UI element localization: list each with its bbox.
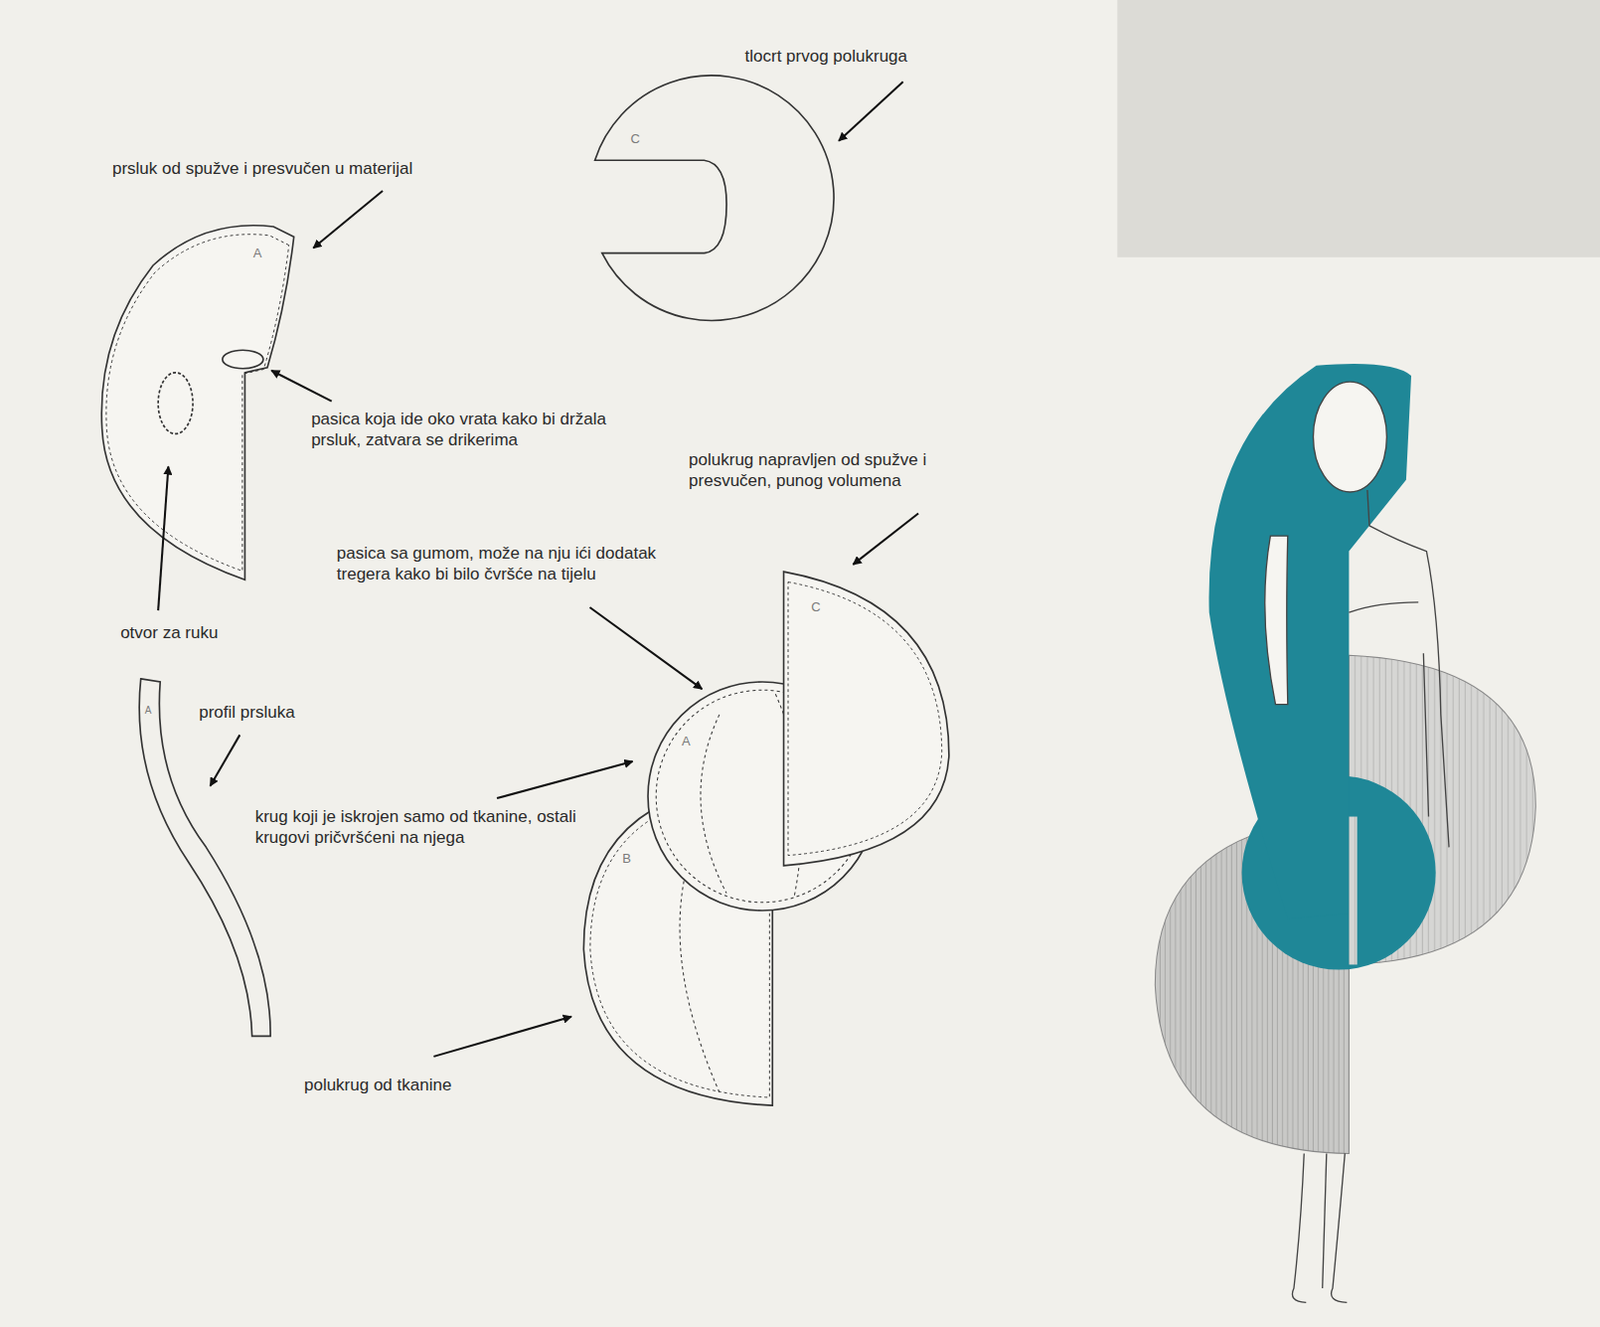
vest-drawing xyxy=(101,225,294,581)
annotation-label: profil prsluka xyxy=(198,701,295,723)
part-letter: A xyxy=(253,246,263,261)
part-letter: C xyxy=(631,132,640,147)
part-letter: A xyxy=(681,734,691,749)
part-letter: A xyxy=(145,703,153,718)
annotation-label: pasica sa gumom, može na nju ići dodatak… xyxy=(336,542,694,585)
circle-assembly xyxy=(583,571,950,1106)
annotation-label: prsluk od spužve i presvučen u materijal xyxy=(112,158,413,179)
leader-lines xyxy=(158,81,919,1057)
photo-panel xyxy=(1117,0,1600,258)
annotation-label: polukrug od tkanine xyxy=(304,1074,452,1096)
fashion-figure xyxy=(1154,363,1536,1302)
annotation-label: pasica koja ide oko vrata kako bi držala… xyxy=(311,408,630,451)
annotation-label: krug koji je iskrojen samo od tkanine, o… xyxy=(255,805,594,848)
part-letter: C xyxy=(810,600,820,615)
vest-profile xyxy=(139,678,271,1036)
part-letter: B xyxy=(622,851,632,866)
annotation-label: polukrug napravljen od spužve i presvuče… xyxy=(688,449,957,491)
annotation-label: otvor za ruku xyxy=(120,622,218,643)
top-view xyxy=(595,75,834,320)
annotation-label: tlocrt prvog polukruga xyxy=(745,45,908,67)
